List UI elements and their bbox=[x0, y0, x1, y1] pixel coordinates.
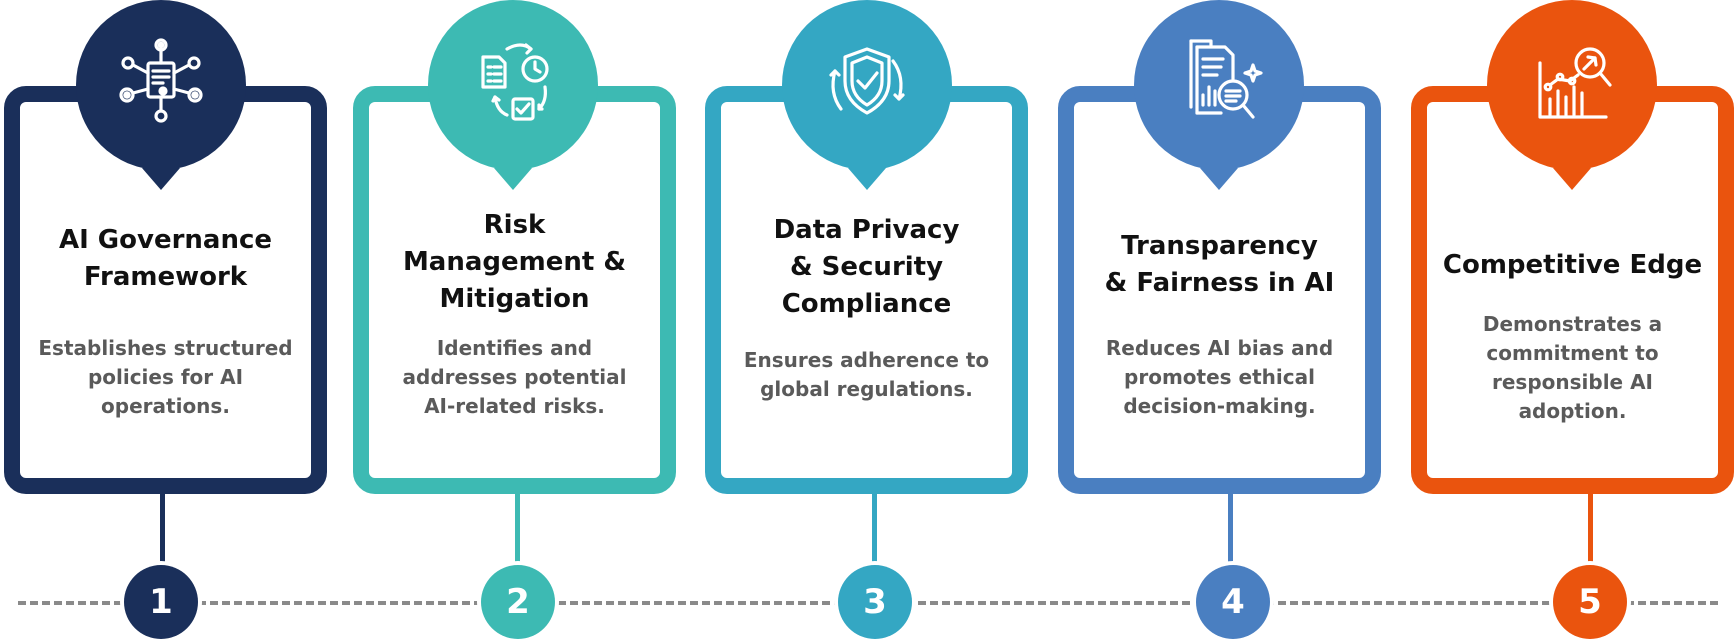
step-number-4: 4 bbox=[1196, 565, 1270, 639]
step-title-3: Data Privacy & Security Compliance bbox=[773, 215, 960, 319]
step-badge-pointer-2 bbox=[494, 168, 532, 190]
step-badge-3 bbox=[782, 0, 952, 170]
step-connector-2 bbox=[515, 494, 520, 574]
document-magnifier-icon bbox=[1189, 39, 1263, 119]
network-document-icon bbox=[119, 38, 203, 123]
step-number-5: 5 bbox=[1553, 565, 1627, 639]
step-badge-5 bbox=[1487, 0, 1657, 170]
step-title-4: Transparency & Fairness in AI bbox=[1104, 231, 1335, 298]
step-connector-3 bbox=[872, 494, 877, 574]
step-badge-pointer-3 bbox=[848, 168, 886, 190]
step-badge-pointer-4 bbox=[1200, 168, 1238, 190]
step-card-3-body: Data Privacy & Security Compliance Ensur… bbox=[721, 102, 1012, 478]
step-title-5: Competitive Edge bbox=[1442, 250, 1703, 280]
step-connector-4 bbox=[1228, 494, 1233, 574]
step-title-2: Risk Management & Mitigation bbox=[402, 210, 627, 314]
step-description-1: Establishes structured policies for AI o… bbox=[38, 336, 293, 418]
step-connector-5 bbox=[1588, 494, 1593, 574]
step-description-5: Demonstrates a commitment to responsible… bbox=[1482, 312, 1663, 423]
shield-check-icon bbox=[829, 47, 905, 115]
step-badge-4 bbox=[1134, 0, 1304, 170]
step-title-1: AI Governance Framework bbox=[58, 225, 273, 292]
step-description-3: Ensures adherence to global regulations. bbox=[743, 348, 990, 401]
step-number-1: 1 bbox=[124, 565, 198, 639]
chart-magnifier-icon bbox=[1538, 47, 1612, 119]
step-connector-1 bbox=[160, 494, 165, 574]
step-description-4: Reduces AI bias and promotes ethical dec… bbox=[1105, 336, 1334, 418]
step-badge-1 bbox=[76, 0, 246, 170]
step-number-3: 3 bbox=[838, 565, 912, 639]
step-badge-pointer-1 bbox=[142, 168, 180, 190]
step-number-2: 2 bbox=[481, 565, 555, 639]
step-badge-2 bbox=[428, 0, 598, 170]
step-description-2: Identifies and addresses potential AI-re… bbox=[402, 336, 627, 418]
step-badge-pointer-5 bbox=[1553, 168, 1591, 190]
workflow-cycle-icon bbox=[481, 43, 549, 121]
